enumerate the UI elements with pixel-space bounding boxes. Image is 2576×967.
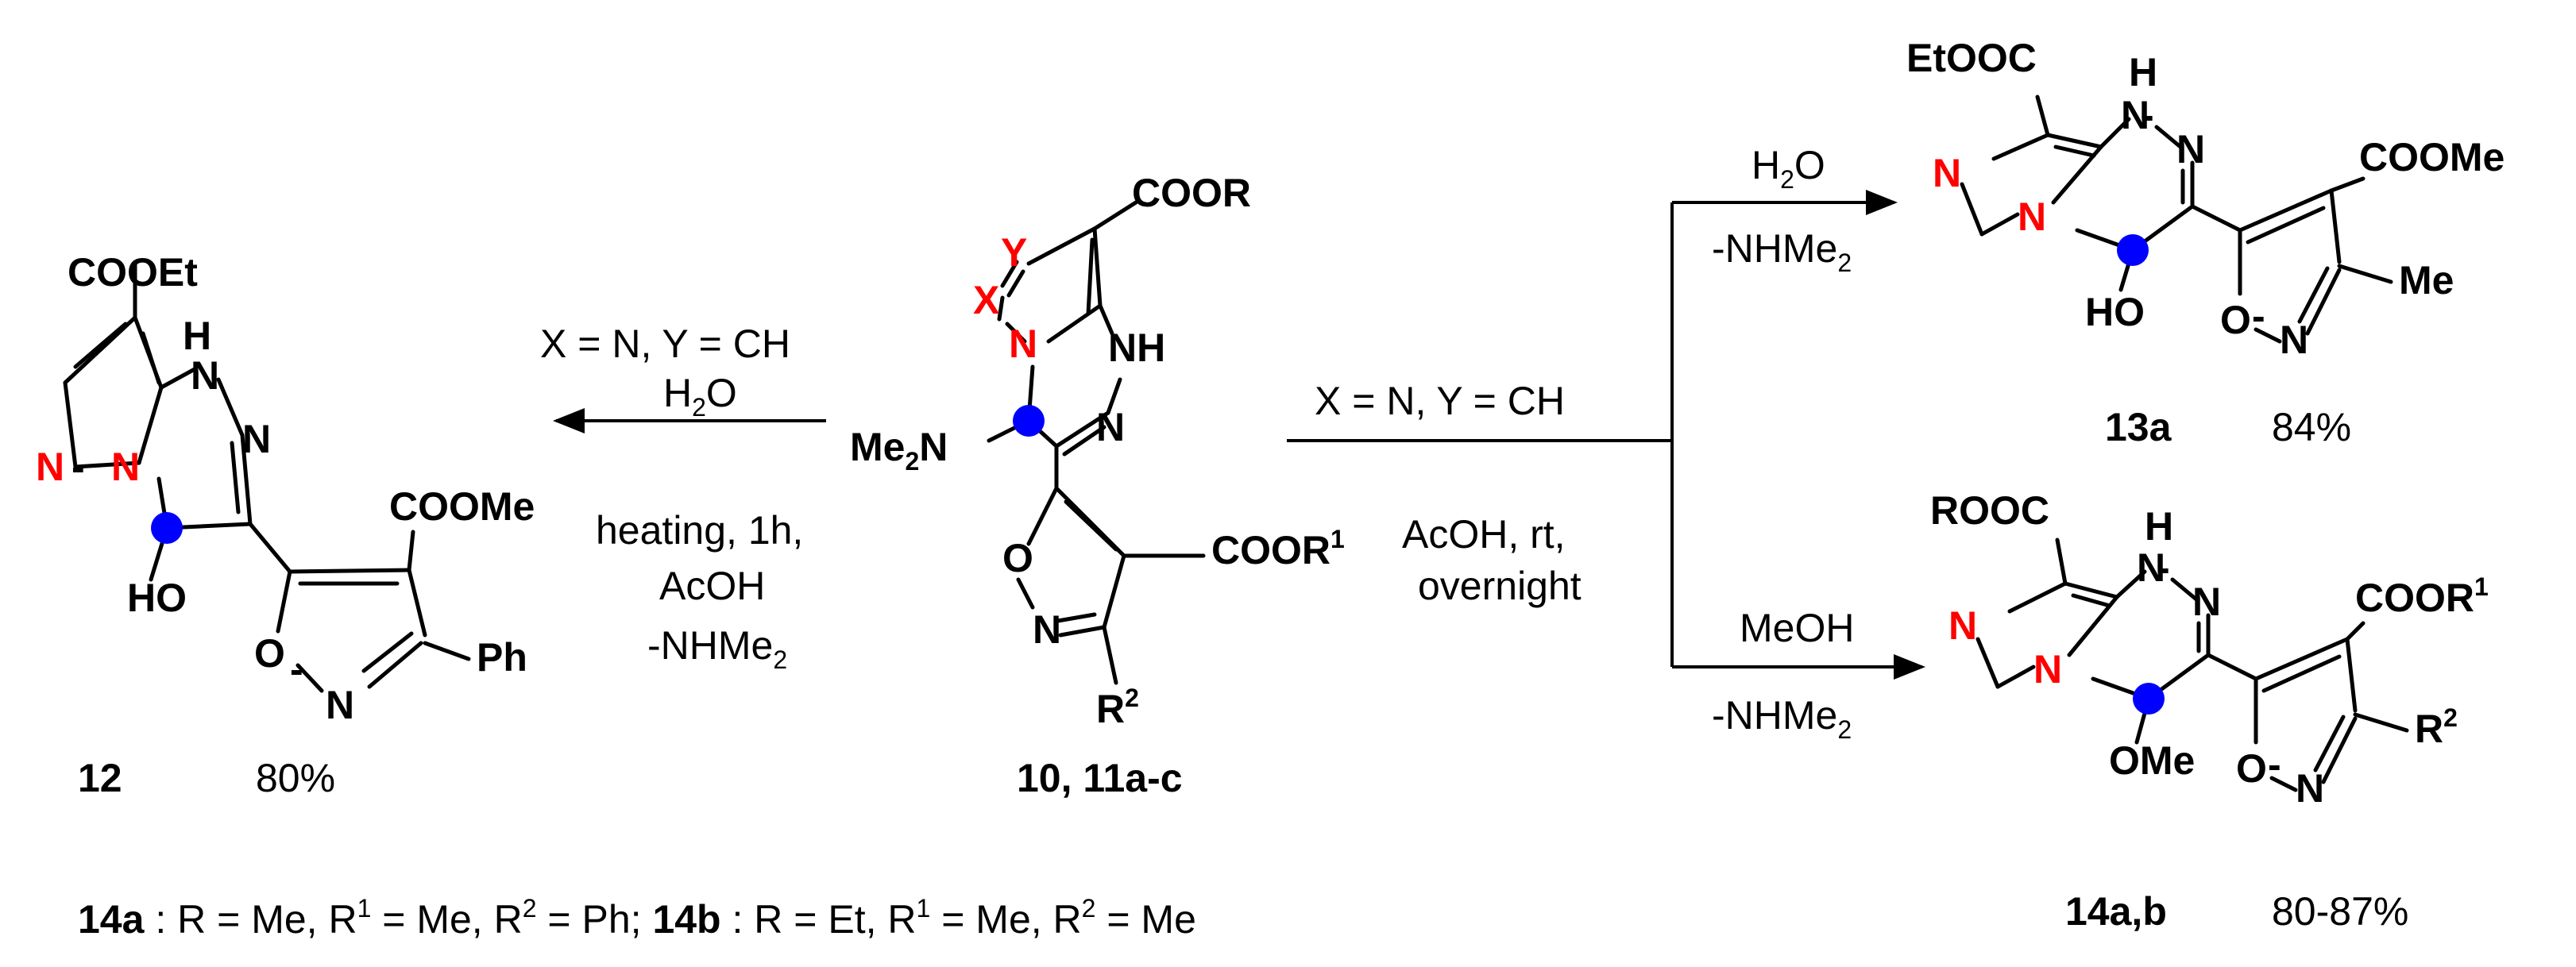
compound-12-yield: 80% bbox=[256, 756, 335, 800]
svg-text:OMe: OMe bbox=[2109, 738, 2195, 783]
svg-text:-: - bbox=[290, 647, 303, 692]
svg-text:COOEt: COOEt bbox=[68, 250, 198, 295]
right-lower-amine: -NHMe2 bbox=[1712, 693, 1852, 744]
svg-text:N: N bbox=[111, 445, 140, 489]
right-upper-amine: -NHMe2 bbox=[1712, 226, 1852, 277]
start-compound-structure: COOR Y X N NH N Me2N O N COOR1 R2 bbox=[850, 171, 1345, 731]
compound-13a-yield: 84% bbox=[2272, 405, 2351, 449]
svg-text:N: N bbox=[2280, 318, 2308, 362]
svg-text:COOMe: COOMe bbox=[389, 484, 535, 529]
svg-text:N: N bbox=[1033, 607, 1061, 652]
svg-text:N: N bbox=[36, 445, 64, 489]
svg-text:COOR: COOR bbox=[1132, 171, 1251, 215]
compound-12-label: 12 bbox=[78, 756, 122, 800]
svg-text:ROOC: ROOC bbox=[1930, 488, 2049, 533]
svg-text:R2: R2 bbox=[2415, 703, 2458, 751]
svg-text:Ph: Ph bbox=[477, 635, 527, 680]
right-lower-meoh: MeOH bbox=[1740, 606, 1854, 650]
svg-text:N: N bbox=[2176, 127, 2205, 171]
svg-text:-: - bbox=[2268, 742, 2281, 787]
svg-text:N: N bbox=[2121, 93, 2149, 137]
svg-text:N: N bbox=[2137, 545, 2165, 590]
right-condition-xy: X = N, Y = CH bbox=[1315, 379, 1565, 423]
svg-text:-: - bbox=[71, 445, 85, 489]
svg-text:COOR1: COOR1 bbox=[1211, 525, 1345, 572]
svg-text:HO: HO bbox=[2085, 290, 2145, 334]
stereocenter-dot bbox=[151, 512, 183, 544]
stereocenter-dot bbox=[2133, 683, 2165, 715]
start-compound-label: 10, 11a-c bbox=[1017, 756, 1183, 800]
svg-text:N: N bbox=[1096, 405, 1125, 449]
svg-text:COOMe: COOMe bbox=[2359, 135, 2505, 179]
right-condition-overnight: overnight bbox=[1418, 564, 1582, 608]
svg-text:N: N bbox=[2296, 766, 2324, 811]
svg-text:N: N bbox=[2033, 647, 2062, 692]
right-upper-water: H2O bbox=[1751, 143, 1825, 194]
svg-text:Y: Y bbox=[1001, 230, 1027, 275]
svg-text:X: X bbox=[973, 278, 999, 322]
svg-text:EtOOC: EtOOC bbox=[1906, 36, 2037, 80]
svg-text:N: N bbox=[1948, 603, 1977, 648]
svg-text:H: H bbox=[2145, 504, 2173, 549]
right-condition-acoh: AcOH, rt, bbox=[1402, 512, 1566, 557]
svg-text:R2: R2 bbox=[1096, 684, 1139, 731]
svg-text:N: N bbox=[2018, 195, 2046, 239]
compound-12-structure: COOEt H N N N - N HO COOMe O - N Ph bbox=[36, 250, 535, 727]
svg-text:-: - bbox=[2252, 294, 2265, 338]
svg-text:N: N bbox=[2192, 580, 2221, 624]
svg-text:H: H bbox=[2129, 50, 2157, 94]
svg-text:HO: HO bbox=[127, 576, 187, 620]
svg-text:O: O bbox=[1002, 536, 1033, 580]
left-condition-heating: heating, 1h, bbox=[596, 508, 803, 553]
left-condition-xy: X = N, Y = CH bbox=[540, 322, 790, 366]
svg-text:Me: Me bbox=[2399, 258, 2454, 302]
svg-text:H: H bbox=[183, 314, 211, 358]
stereocenter-dot bbox=[2117, 234, 2149, 266]
compound-14ab-structure: ROOC H N - N N N OMe COOR1 O - N R2 bbox=[1930, 488, 2489, 811]
stereocenter-dot bbox=[1013, 405, 1045, 437]
svg-text:COOR1: COOR1 bbox=[2355, 572, 2489, 620]
svg-text:N: N bbox=[191, 353, 219, 398]
left-condition-water: H2O bbox=[663, 371, 737, 422]
footnote: 14a : R = Me, R1 = Me, R2 = Ph; 14b : R … bbox=[78, 894, 1196, 942]
svg-text:O: O bbox=[2220, 298, 2251, 342]
compound-14ab-label: 14a,b bbox=[2065, 889, 2167, 934]
svg-text:N: N bbox=[326, 683, 354, 727]
svg-text:NH: NH bbox=[1108, 326, 1165, 370]
svg-text:N: N bbox=[242, 417, 271, 461]
svg-text:-: - bbox=[2141, 93, 2154, 137]
compound-13a-label: 13a bbox=[2105, 405, 2172, 449]
svg-text:Me2N: Me2N bbox=[850, 425, 948, 476]
compound-13a-structure: EtOOC H N - N N N HO COOMe O - N Me bbox=[1906, 36, 2505, 362]
left-condition-acoh: AcOH bbox=[659, 564, 765, 608]
svg-text:O: O bbox=[254, 631, 285, 676]
left-condition-amine: -NHMe2 bbox=[647, 623, 787, 674]
svg-text:N: N bbox=[1933, 151, 1961, 195]
svg-text:O: O bbox=[2236, 746, 2267, 791]
svg-text:-: - bbox=[2157, 545, 2170, 590]
compound-14ab-yield: 80-87% bbox=[2272, 889, 2408, 934]
svg-text:N: N bbox=[1009, 322, 1037, 366]
